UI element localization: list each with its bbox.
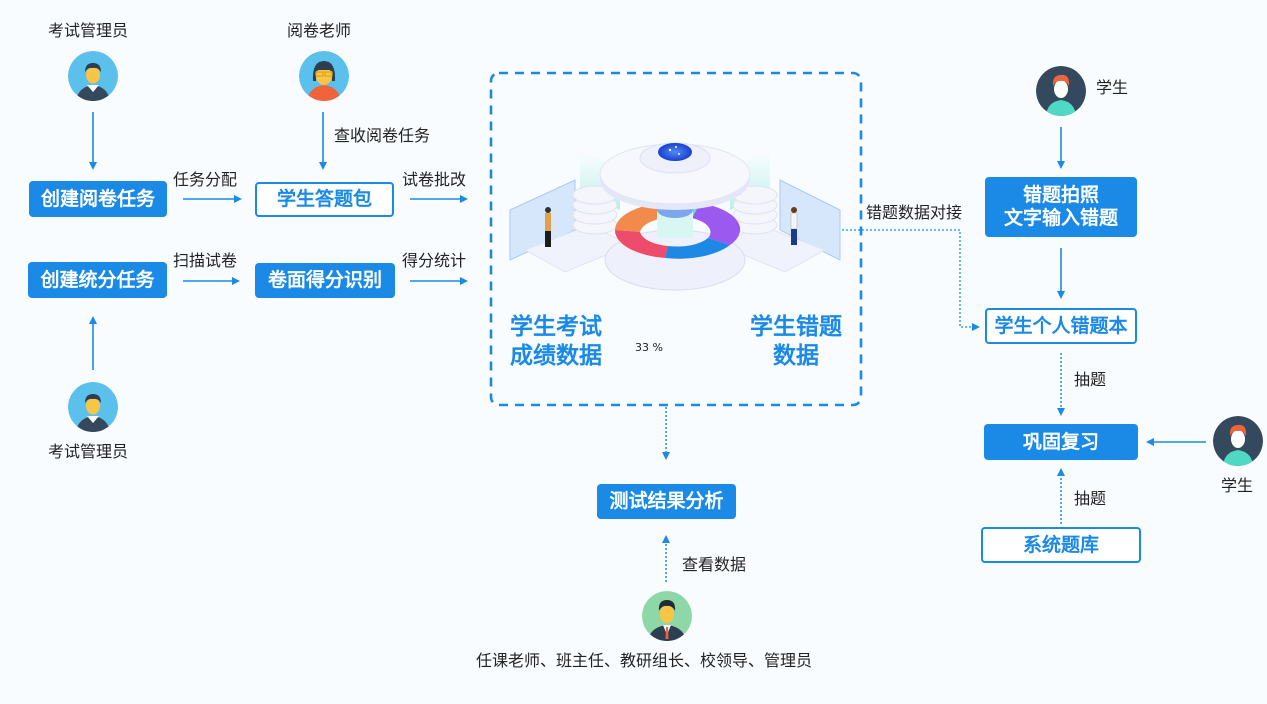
edge-paper-grading: 试卷批改: [402, 170, 467, 189]
role-exam-admin-bottom: 考试管理员: [48, 442, 129, 461]
role-student-right: 学生: [1221, 476, 1254, 495]
consolidate-review-box[interactable]: 巩固复习: [984, 424, 1138, 460]
center-left-title: 学生考试 成绩数据: [510, 313, 602, 371]
edge-receive-grading-task: 查收阅卷任务: [334, 126, 431, 145]
edge-wrong-data-connect: 错题数据对接: [866, 203, 963, 222]
edge-draw-questions-1: 抽题: [1074, 370, 1107, 389]
admin-avatar-bottom-icon: [68, 382, 118, 432]
system-question-bank-box[interactable]: 系统题库: [981, 527, 1141, 563]
arrow-wrong-data-connect: [822, 229, 980, 331]
center-right-title: 学生错题 数据: [750, 313, 842, 371]
edge-scan-papers: 扫描试卷: [173, 251, 238, 270]
personal-wrong-book-box[interactable]: 学生个人错题本: [985, 308, 1137, 344]
database-ring-illustration-icon: [509, 142, 841, 291]
role-viewers: 任课老师、班主任、教研组长、校领导、管理员: [476, 651, 813, 670]
role-exam-admin-top: 考试管理员: [48, 21, 129, 40]
center-left-title-line2: 成绩数据: [510, 342, 602, 369]
create-grading-task-box[interactable]: 创建阅卷任务: [29, 181, 167, 217]
create-scoring-task-box[interactable]: 创建统分任务: [28, 262, 167, 298]
admin-avatar-icon: [68, 51, 118, 101]
edge-task-assign: 任务分配: [173, 170, 238, 189]
teacher-avatar-icon: [299, 51, 349, 101]
test-result-analysis-box[interactable]: 测试结果分析: [597, 484, 736, 519]
center-right-title-line2: 数据: [773, 342, 819, 369]
student-answer-pack-box[interactable]: 学生答题包: [255, 182, 394, 217]
score-recognition-box[interactable]: 卷面得分识别: [255, 263, 395, 298]
center-data-container: [489, 71, 863, 407]
role-grading-teacher: 阅卷老师: [287, 21, 352, 40]
capture-line2: 文字输入错题: [1003, 207, 1118, 229]
viewer-avatar-icon: [642, 591, 692, 641]
wrong-question-capture-box[interactable]: 错题拍照 文字输入错题: [985, 177, 1137, 237]
percent-label: 33 %: [635, 341, 663, 354]
center-left-title-line1: 学生考试: [510, 314, 602, 340]
student-avatar-right-icon: [1213, 416, 1263, 466]
capture-line1: 错题拍照: [1022, 184, 1099, 207]
edge-view-data: 查看数据: [682, 555, 747, 574]
edge-score-stats: 得分统计: [402, 251, 467, 270]
edge-draw-questions-2: 抽题: [1074, 489, 1107, 508]
center-right-title-line1: 学生错题: [750, 314, 842, 340]
role-student-top: 学生: [1096, 78, 1129, 97]
student-avatar-top-icon: [1036, 66, 1086, 116]
